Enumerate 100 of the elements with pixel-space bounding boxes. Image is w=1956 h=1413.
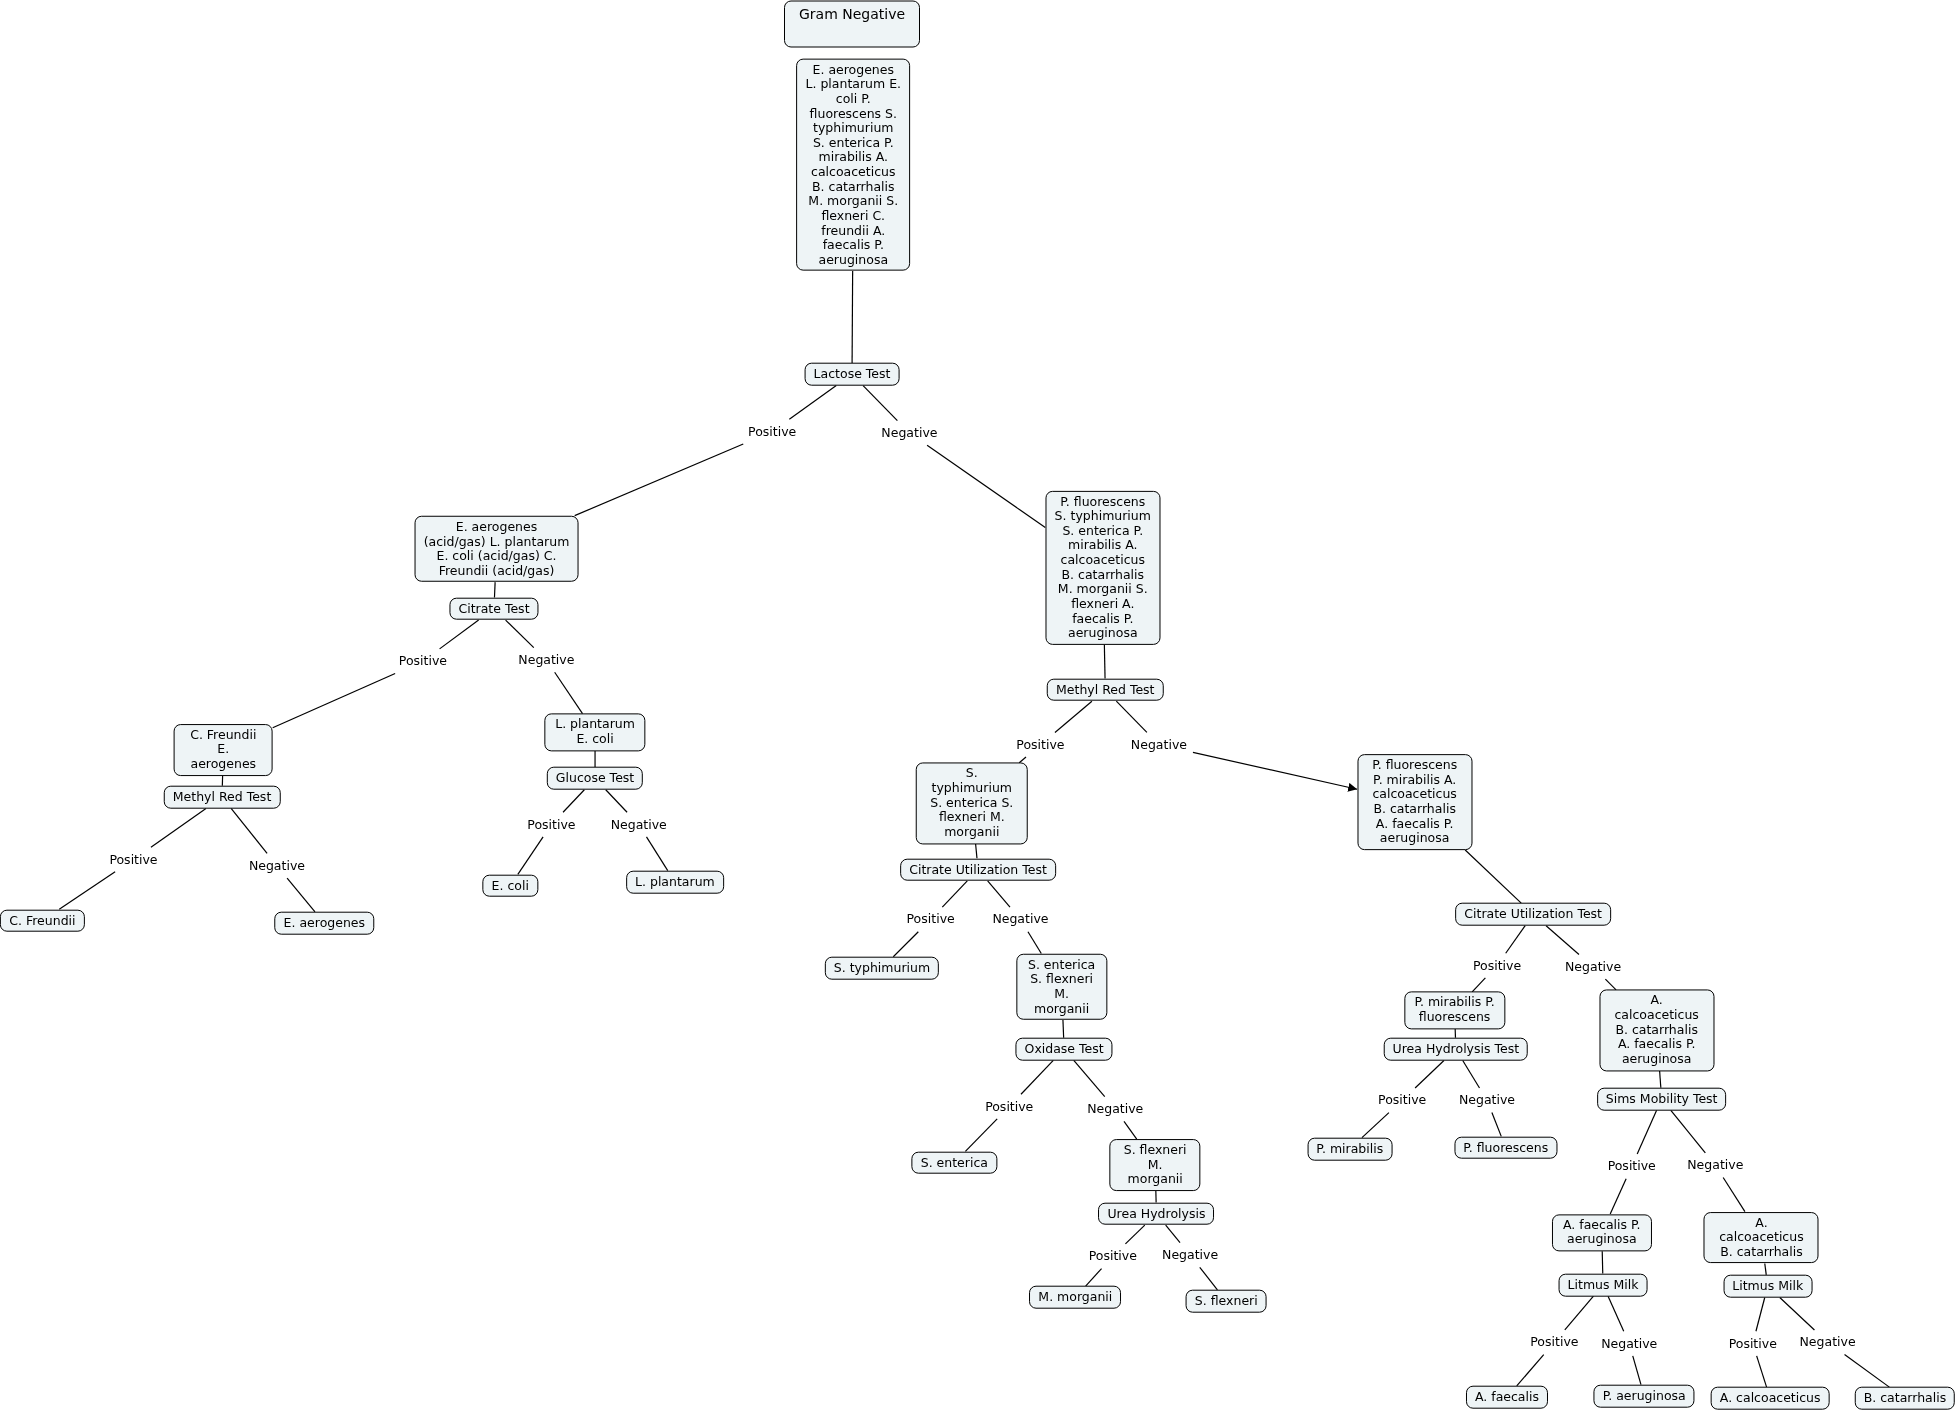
concept-box [0, 909, 85, 932]
connector-line [1843, 1354, 1890, 1388]
concept-box [1045, 490, 1161, 645]
connector-line [517, 836, 544, 875]
connector-line [1545, 925, 1580, 956]
concept-box [911, 1151, 997, 1174]
concept-box [804, 362, 900, 386]
concept-text: A. calcoaceticus B. catarrhalis A. faecalis P. aeruginosa [1613, 993, 1700, 1067]
concept-text: Glucose Test [555, 771, 635, 786]
connector-line [1027, 931, 1042, 955]
connector-line [286, 877, 316, 913]
concept-box [1357, 754, 1473, 850]
concept-text: Citrate Utilization Test [909, 862, 1047, 877]
connector-line [1464, 849, 1522, 904]
connector-line [1115, 700, 1148, 734]
concept-text: Lactose Test [813, 366, 891, 382]
concept-text: Litmus Milk [1732, 1278, 1804, 1294]
connector-line [862, 384, 898, 422]
arrow [1192, 751, 1358, 792]
connector-line [788, 384, 837, 420]
connector-line [975, 843, 978, 859]
connector-line [1062, 1019, 1065, 1039]
connector-line [150, 807, 207, 848]
connector-line [1054, 700, 1093, 734]
concept-box [1403, 991, 1506, 1030]
title-box [784, 0, 921, 48]
concept-box [449, 597, 539, 621]
link-label: Negative [879, 424, 940, 442]
connector-line [892, 931, 919, 958]
connector-line [1020, 1059, 1054, 1095]
connector-line [439, 619, 480, 650]
connector-line [1123, 1120, 1138, 1140]
concept-text: P. fluorescens [1463, 1140, 1549, 1155]
connector-line [964, 1118, 998, 1152]
connector-line [941, 880, 968, 908]
concept-text: Litmus Milk [1567, 1277, 1639, 1293]
connector-line [1659, 1070, 1662, 1089]
concept-box [1465, 1385, 1548, 1409]
concept-text: S. flexneri M. morganii [1122, 1143, 1188, 1188]
concept-box [1551, 1213, 1652, 1252]
concept-text: Gram Negative [797, 5, 907, 22]
link-label: Negative [1797, 1334, 1858, 1351]
connector-line [987, 880, 1011, 908]
concept-box [1109, 1139, 1201, 1192]
concept-text: L. plantarum E. coli [554, 717, 636, 747]
concept-text: S. enterica S. flexneri M. morganii [1027, 957, 1097, 1016]
concept-box [173, 723, 273, 776]
connector-line [605, 789, 628, 813]
concept-box [915, 762, 1029, 844]
concept-text: P. fluorescens P. mirabilis A. calcoaceticus B. catarrhalis A. faecalis P. aeruginosa [1371, 758, 1459, 846]
concept-box [1383, 1037, 1529, 1061]
connector-line [1755, 1296, 1766, 1332]
connector-line [1670, 1109, 1706, 1154]
connector-line [505, 619, 535, 649]
connector-line [1199, 1266, 1218, 1291]
concept-text: A. faecalis [1474, 1389, 1539, 1405]
concept-text: A. calcoaceticus B. catarrhalis [1718, 1215, 1805, 1260]
connector-line [1491, 1112, 1502, 1137]
concept-text: A. calcoaceticus [1719, 1391, 1821, 1406]
concept-text: Urea Hydrolysis Test [1392, 1041, 1520, 1057]
concept-text: P. aeruginosa [1602, 1388, 1686, 1404]
connector-line [272, 672, 396, 729]
concept-box [1307, 1137, 1393, 1161]
connector-line [851, 270, 854, 364]
concept-text: P. mirabilis [1316, 1141, 1384, 1157]
concept-box [1454, 1136, 1558, 1159]
concept-box [1710, 1387, 1830, 1410]
concept-text: Urea Hydrolysis [1107, 1206, 1206, 1222]
connector-line [1516, 1354, 1545, 1387]
connector-line [1722, 1176, 1746, 1213]
concept-text: E. aerogenes [283, 915, 366, 931]
connector-line [926, 444, 1046, 529]
concept-text: S. flexneri [1194, 1293, 1258, 1309]
concept-box [414, 515, 579, 583]
connector-line [1165, 1224, 1181, 1244]
link-label: Negative [1085, 1100, 1146, 1118]
connector-line [594, 750, 596, 768]
concept-box [796, 58, 911, 272]
concept-text: C. Freundii E. aerogenes [189, 727, 258, 772]
concept-box [1854, 1387, 1956, 1410]
concept-box [482, 874, 538, 898]
link-label: Negative [1685, 1156, 1746, 1174]
connector-line [1414, 1059, 1445, 1089]
connector-line [1018, 756, 1027, 764]
connector-line [1155, 1190, 1157, 1204]
concept-box [1723, 1274, 1813, 1298]
concept-text: L. plantarum [635, 874, 715, 890]
connector-line [1779, 1296, 1816, 1331]
concept-text: A. faecalis P. aeruginosa [1562, 1217, 1642, 1248]
connector-line [1505, 925, 1526, 954]
concept-box [544, 713, 646, 751]
concept-text: E. aerogenes (acid/gas) L. plantarum E. coli (acid/gas) C. Freundii (acid/gas) [423, 519, 570, 579]
connector-line [1604, 978, 1617, 991]
connector-line [1124, 1224, 1146, 1245]
link-label: Negative [1563, 958, 1624, 976]
link-label: Negative [1599, 1335, 1660, 1352]
connector-line [1103, 644, 1106, 680]
connector-line [230, 807, 268, 855]
concept-text: Methyl Red Test [1056, 682, 1155, 698]
concept-box [1029, 1286, 1122, 1309]
